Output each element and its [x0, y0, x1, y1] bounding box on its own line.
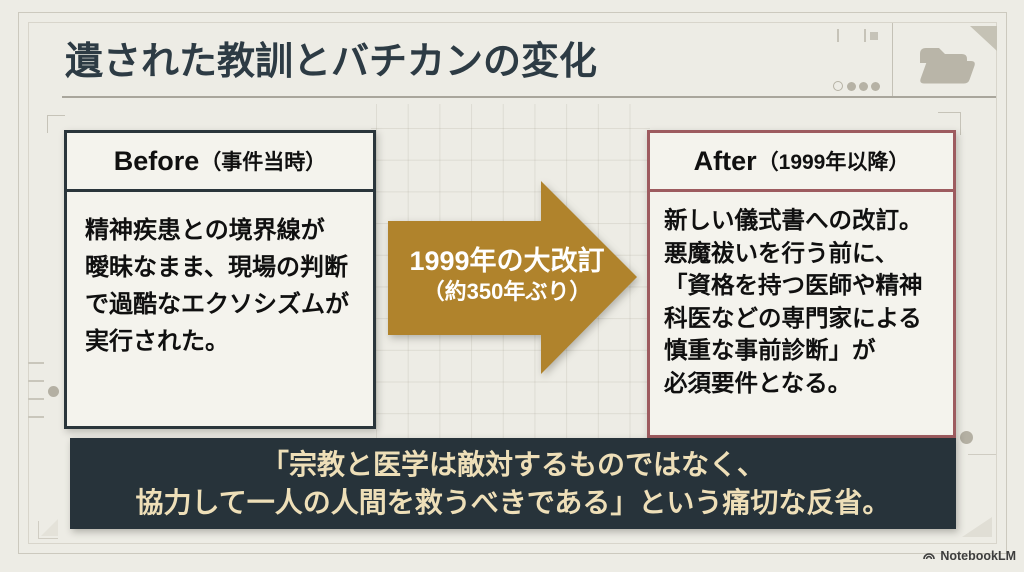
- after-box-header: After （1999年以降）: [650, 133, 953, 192]
- accent-dot-left: [48, 386, 59, 397]
- ruler-tick: [28, 398, 44, 400]
- transition-arrow: [388, 181, 637, 374]
- ruler-tick: [28, 362, 44, 364]
- before-header-label: Before: [113, 145, 200, 176]
- before-header-sublabel: （事件当時）: [200, 151, 327, 174]
- watermark-label: NotebookLM: [940, 549, 1016, 563]
- folder-icon: [920, 48, 975, 84]
- ellipsis-dot: [859, 82, 868, 91]
- page-title: 遺された教訓とバチカンの変化: [65, 41, 598, 83]
- before-box-header: Before （事件当時）: [67, 133, 373, 192]
- after-box: After （1999年以降） 新しい儀式書への改訂。 悪魔祓いを行う前に、 「…: [647, 130, 956, 438]
- corner-triangle-top-right: [970, 26, 997, 51]
- ellipsis-dot: [847, 82, 856, 91]
- before-box: Before （事件当時） 精神疾患との境界線が 曖昧なまま、現場の判断 で過酷…: [64, 130, 376, 429]
- arrow-label-line2: （約350年ぶり）: [422, 279, 592, 304]
- ruler-tick: [28, 380, 44, 382]
- watermark: NotebookLM: [922, 549, 1016, 563]
- notebooklm-logo-icon: [923, 553, 936, 560]
- title-underline: [62, 96, 996, 98]
- corner-bracket-bottom-left: [38, 521, 58, 539]
- after-header-sublabel: （1999年以降）: [757, 151, 910, 174]
- fold-triangle-bottom-left: [41, 519, 58, 536]
- before-box-body: 精神疾患との境界線が 曖昧なまま、現場の判断 で過酷なエクソシズムが 実行された…: [85, 217, 349, 355]
- corner-bracket-top-left: [47, 115, 65, 133]
- ruler-tick: [28, 416, 44, 418]
- tick-square: [870, 32, 878, 40]
- after-header-label: After: [693, 145, 757, 176]
- arrow-label-line1: 1999年の大改訂: [409, 246, 605, 276]
- ellipsis-dot: [871, 82, 880, 91]
- after-box-body: 新しい儀式書への改訂。 悪魔祓いを行う前に、 「資格を持つ医師や精神 科医などの…: [664, 207, 923, 396]
- accent-dot-right: [960, 431, 973, 444]
- right-accent-line: [968, 454, 996, 455]
- conclusion-banner: 「宗教と医学は敵対するものではなく、 協力して一人の人間を救うべきである」という…: [70, 438, 956, 529]
- fold-triangle-bottom-right: [962, 517, 992, 537]
- ellipsis-dot-hollow: [833, 81, 843, 91]
- title-band-divider: [892, 23, 893, 96]
- arrow-label: 1999年の大改訂 （約350年ぶり）: [392, 246, 622, 305]
